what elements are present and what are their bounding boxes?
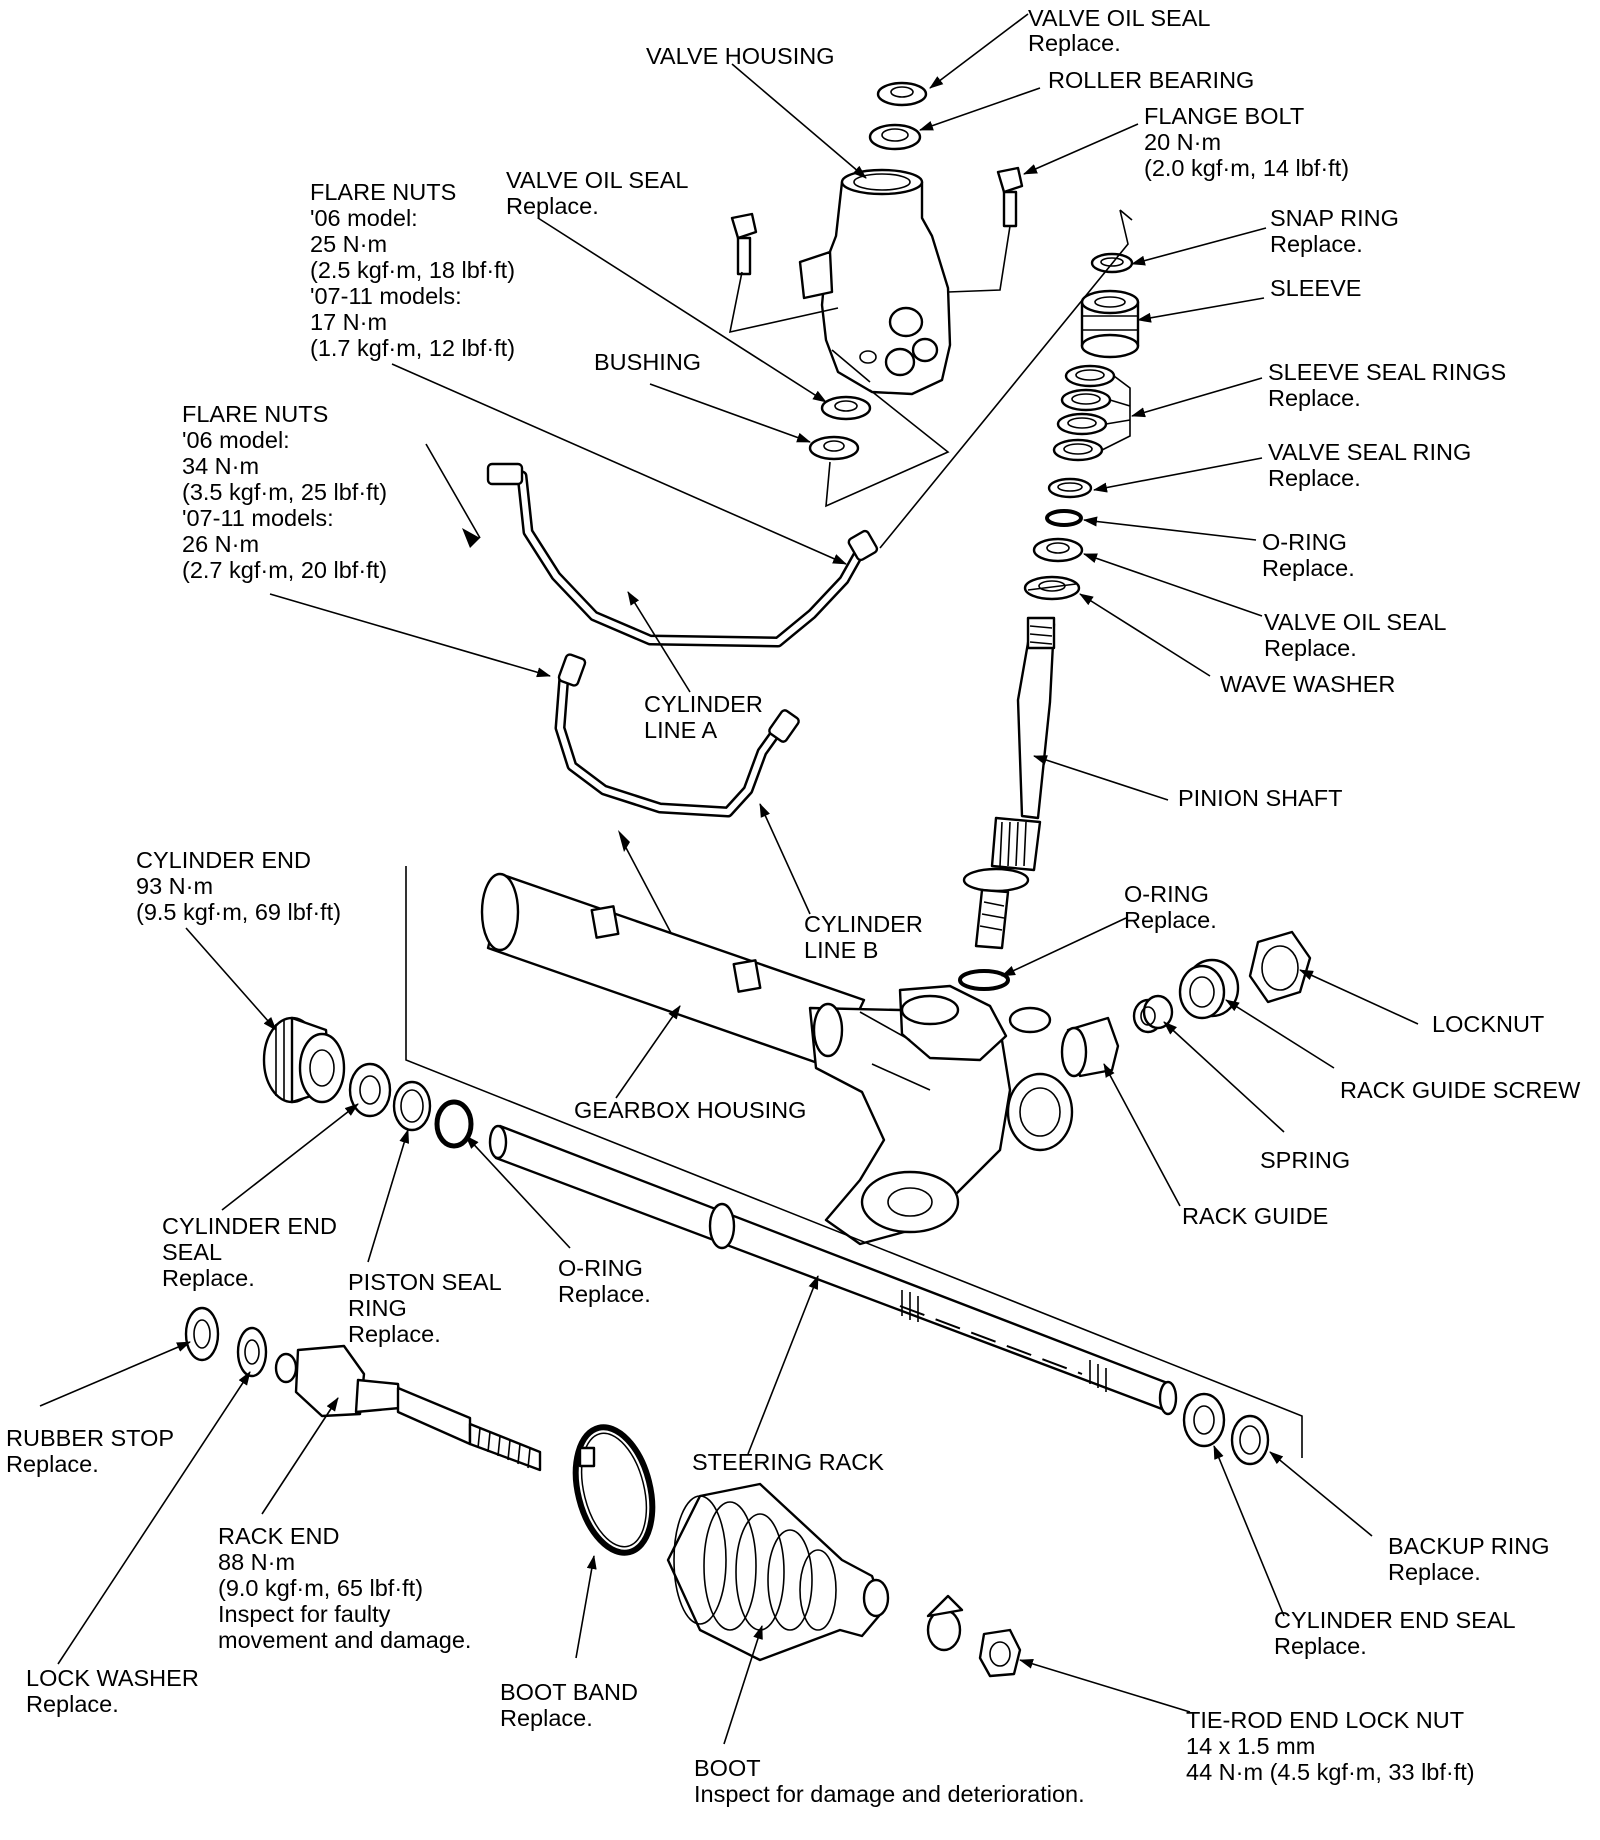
- label-valve-oil-seal-mid: VALVE OIL SEAL Replace.: [506, 167, 694, 219]
- label-sleeve: SLEEVE: [1270, 275, 1361, 301]
- pipe-guide-arrow-b: [618, 830, 630, 852]
- label-rubber-stop: RUBBER STOP Replace.: [6, 1425, 180, 1477]
- valve-guide-lines: [825, 389, 950, 508]
- label-rack-guide-screw: RACK GUIDE SCREW: [1340, 1077, 1581, 1103]
- label-wave-washer: WAVE WASHER: [1220, 671, 1395, 697]
- label-tie-rod-end-lock-nut: TIE-ROD END LOCK NUT 14 x 1.5 mm 44 N·m …: [1186, 1707, 1475, 1785]
- flange-bolt-left-part: [730, 212, 758, 276]
- label-piston-seal-ring: PISTON SEAL RING Replace.: [348, 1269, 507, 1347]
- wave-washer-part: [1023, 575, 1081, 601]
- pipe-guide-arrow-a: [462, 528, 480, 548]
- label-rack-guide: RACK GUIDE: [1182, 1203, 1328, 1229]
- label-o-ring-top: O-RING Replace.: [1262, 529, 1355, 581]
- label-roller-bearing: ROLLER BEARING: [1048, 67, 1254, 93]
- valve-oil-seal-low-part: [1032, 537, 1084, 563]
- label-gearbox-housing: GEARBOX HOUSING: [574, 1097, 806, 1123]
- label-cylinder-end-seal-right: CYLINDER END SEAL Replace.: [1274, 1607, 1521, 1659]
- column-guide-line: [879, 209, 1133, 549]
- rack-guide-part: [1060, 1016, 1120, 1078]
- label-cylinder-end-seal-left: CYLINDER END SEAL Replace.: [162, 1213, 344, 1291]
- label-steering-rack: STEERING RACK: [692, 1449, 884, 1475]
- roller-bearing-part: [868, 123, 922, 151]
- label-bushing: BUSHING: [594, 349, 701, 375]
- rubber-stop-part: [184, 1306, 220, 1362]
- label-flare-nuts-lower: FLARE NUTS '06 model: 34 N·m (3.5 kgf·m,…: [182, 401, 394, 583]
- tie-rod-end-lock-nut-part: [978, 1628, 1022, 1678]
- piston-seal-ring-part: [392, 1080, 432, 1132]
- gearbox-housing-part: [480, 872, 1074, 1246]
- bushing-part: [808, 435, 860, 461]
- sleeve-part: [1080, 289, 1140, 359]
- housing-guide-line: [405, 866, 1303, 1458]
- leader-lines: [39, 13, 1419, 1745]
- label-o-ring-rack: O-RING Replace.: [558, 1255, 651, 1307]
- boot-clip-part: [926, 1594, 964, 1652]
- spring-part: [1132, 994, 1174, 1034]
- label-valve-oil-seal-low: VALVE OIL SEAL Replace.: [1264, 609, 1452, 661]
- label-valve-oil-seal-top: VALVE OIL SEAL Replace.: [1028, 5, 1216, 56]
- locknut-part: [1248, 930, 1312, 1004]
- valve-housing-part: [798, 168, 952, 396]
- rack-end-part: [274, 1344, 542, 1472]
- label-backup-ring: BACKUP RING Replace.: [1388, 1533, 1556, 1585]
- lock-washer-part: [236, 1326, 268, 1378]
- sleeve-seal-rings-part: [1052, 364, 1131, 462]
- valve-seal-ring-part: [1047, 477, 1093, 499]
- o-ring-rack-part: [434, 1099, 474, 1149]
- valve-oil-seal-top-part: [876, 81, 928, 107]
- label-cylinder-line-b: CYLINDER LINE B: [804, 911, 929, 963]
- label-boot-band: BOOT BAND Replace.: [500, 1679, 645, 1731]
- label-spring: SPRING: [1260, 1147, 1350, 1173]
- valve-oil-seal-mid-part: [820, 395, 872, 421]
- label-flare-nuts-upper: FLARE NUTS '06 model: 25 N·m (2.5 kgf·m,…: [310, 179, 522, 361]
- label-boot: BOOT Inspect for damage and deterioratio…: [694, 1755, 1085, 1807]
- label-cylinder-line-a: CYLINDER LINE A: [644, 691, 769, 743]
- o-ring-top-part: [1045, 509, 1083, 527]
- label-pinion-shaft: PINION SHAFT: [1178, 785, 1343, 811]
- label-cylinder-end: CYLINDER END 93 N·m (9.5 kgf·m, 69 lbf·f…: [136, 847, 341, 925]
- label-lock-washer: LOCK WASHER Replace.: [26, 1665, 205, 1717]
- label-sleeve-seal-rings: SLEEVE SEAL RINGS Replace.: [1268, 359, 1513, 411]
- boot-band-part: [572, 1424, 656, 1556]
- cylinder-end-part: [262, 1016, 346, 1104]
- bolt-guide-lines: [728, 225, 1011, 334]
- pipe-guide-line-a: [425, 443, 481, 539]
- label-flange-bolt: FLANGE BOLT 20 N·m (2.0 kgf·m, 14 lbf·ft…: [1144, 103, 1349, 181]
- cylinder-line-b-part: [554, 653, 800, 818]
- backup-ring-part: [1230, 1414, 1270, 1466]
- flange-bolt-right-part: [996, 166, 1024, 228]
- label-valve-seal-ring: VALVE SEAL RING Replace.: [1268, 439, 1478, 491]
- boot-part: [666, 1482, 890, 1662]
- cylinder-end-seal-right-part: [1182, 1392, 1226, 1448]
- cylinder-end-seal-left-part: [348, 1062, 392, 1118]
- label-locknut: LOCKNUT: [1432, 1011, 1544, 1037]
- rack-guide-screw-part: [1178, 958, 1240, 1020]
- cylinder-line-a-part: [486, 462, 879, 648]
- o-ring-pinion-part: [958, 969, 1010, 991]
- label-rack-end: RACK END 88 N·m (9.0 kgf·m, 65 lbf·ft) I…: [218, 1523, 471, 1653]
- label-o-ring-pinion: O-RING Replace.: [1124, 881, 1217, 933]
- steering-rack-part: [488, 1124, 1178, 1416]
- label-snap-ring: SNAP RING Replace.: [1270, 205, 1405, 257]
- label-valve-housing: VALVE HOUSING: [646, 43, 834, 69]
- pinion-shaft-part: [962, 616, 1056, 950]
